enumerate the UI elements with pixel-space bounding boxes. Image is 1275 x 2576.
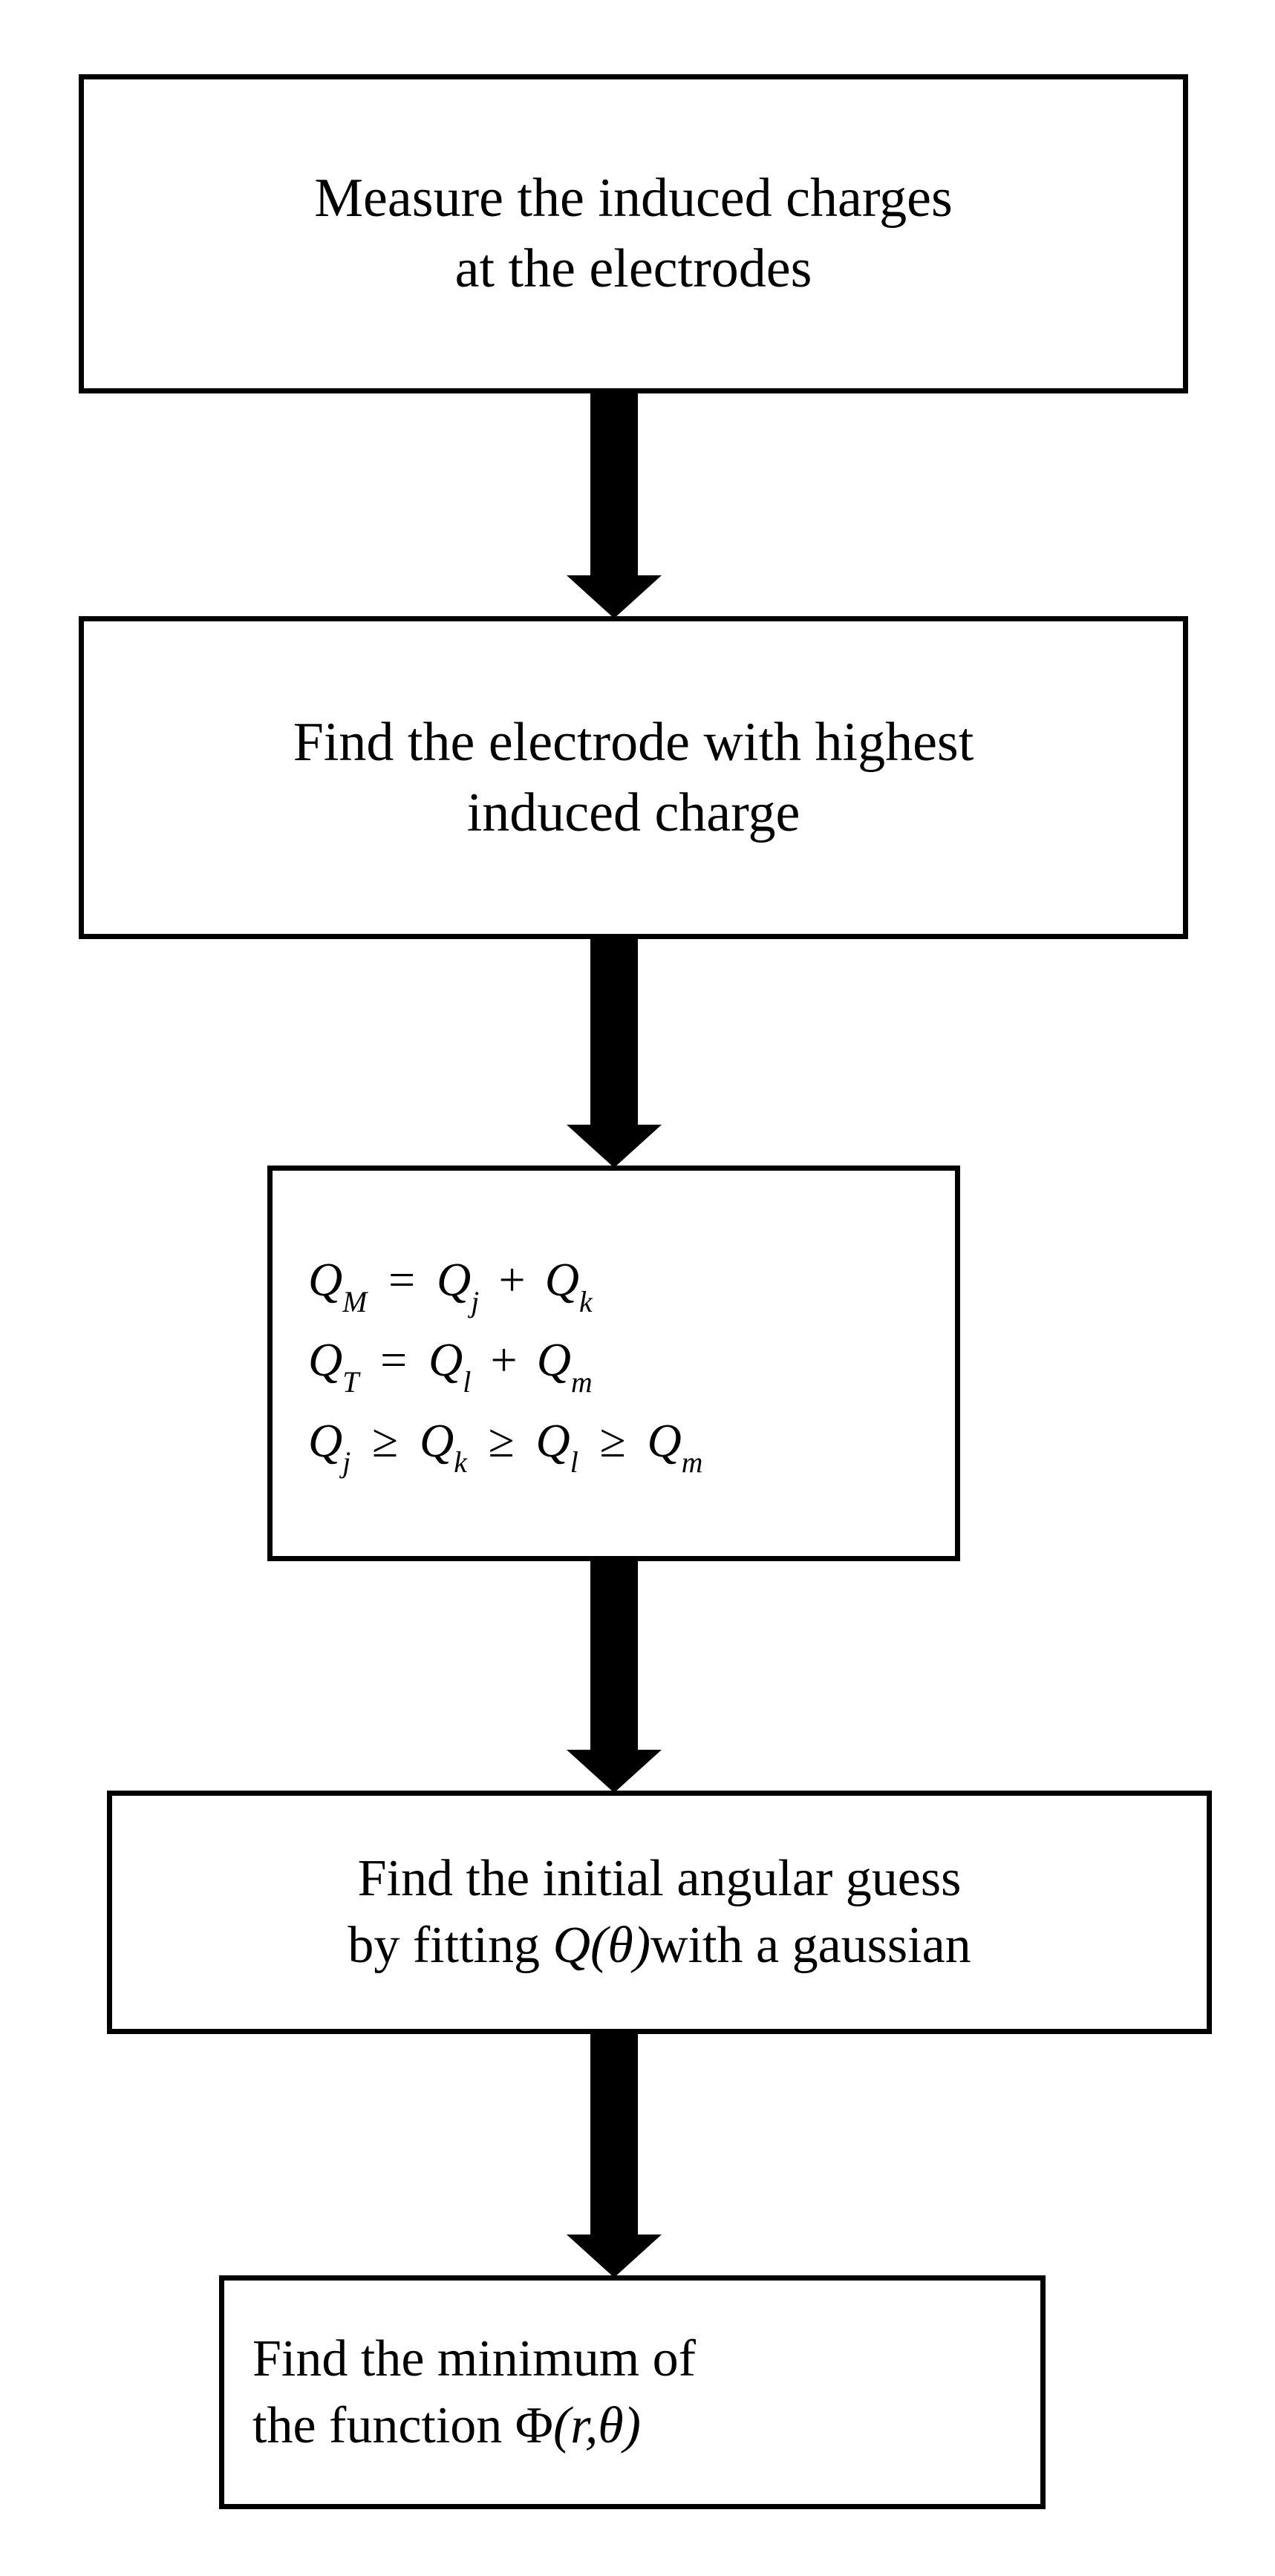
- measure-charges-box[interactable]: Measure the induced charges at the elect…: [79, 74, 1188, 393]
- measure-charges-line-1: Measure the induced charges: [314, 168, 953, 229]
- down-arrow-icon-2: [567, 938, 662, 1168]
- eq2-operator: +: [490, 1333, 518, 1387]
- find-minimum-paren-open: (: [552, 2396, 571, 2454]
- find-highest-line-2: induced charge: [466, 782, 800, 843]
- find-minimum-comma: ,: [584, 2396, 599, 2454]
- find-minimum-box[interactable]: Find the minimum of the function Φ(r,θ): [219, 2275, 1046, 2509]
- initial-guess-line-2: by fitting Q(θ)with a gaussian: [348, 1912, 971, 1979]
- eq2-term2-sub: m: [571, 1366, 593, 1399]
- find-minimum-r: r: [570, 2396, 585, 2454]
- eq3-term3-sub: l: [570, 1446, 578, 1480]
- eq1-operator: +: [498, 1253, 526, 1307]
- find-minimum-theta: θ: [598, 2396, 624, 2454]
- charge-equations-box[interactable]: QM = Qj + Qk QT = Ql + Qm Qj ≥ Qk ≥ Ql ≥…: [267, 1166, 960, 1561]
- initial-guess-paren-close: ): [633, 1917, 651, 1974]
- eq3-term4-sub: m: [681, 1446, 703, 1480]
- eq1-lhs-sub: M: [342, 1285, 368, 1318]
- initial-guess-prefix: by fitting: [348, 1917, 553, 1974]
- equation-row-1: QM = Qj + Qk: [308, 1253, 593, 1318]
- measure-charges-line-2: at the electrodes: [454, 238, 812, 299]
- eq3-relation-1: ≥: [372, 1413, 399, 1467]
- initial-guess-paren-open: (: [590, 1917, 608, 1974]
- find-highest-electrode-box[interactable]: Find the electrode with highest induced …: [79, 616, 1188, 939]
- find-minimum-line-2: the function Φ(r,θ): [252, 2393, 641, 2459]
- down-arrow-icon-1: [567, 392, 662, 618]
- eq2-lhs-sub: T: [342, 1366, 359, 1399]
- initial-guess-theta: θ: [607, 1917, 633, 1974]
- find-minimum-prefix: the function: [252, 2396, 515, 2454]
- find-minimum-line-1: Find the minimum of: [252, 2330, 696, 2387]
- eq1-term1-sub: j: [471, 1285, 480, 1318]
- initial-angular-guess-box[interactable]: Find the initial angular guess by fittin…: [107, 1791, 1212, 2034]
- equation-row-2: QT = Ql + Qm: [308, 1333, 593, 1399]
- initial-guess-suffix: with a gaussian: [650, 1917, 971, 1974]
- find-highest-line-1: Find the electrode with highest: [293, 711, 974, 773]
- down-arrow-icon-3: [567, 1559, 662, 1793]
- find-minimum-phi-symbol: Φ: [515, 2396, 553, 2454]
- initial-guess-line-1: Find the initial angular guess: [357, 1850, 962, 1908]
- initial-guess-q-symbol: Q: [552, 1917, 591, 1974]
- eq3-relation-3: ≥: [599, 1413, 626, 1467]
- eq3-term2-sub: k: [454, 1446, 467, 1480]
- eq1-term2-sub: k: [579, 1285, 593, 1318]
- eq2-term1-sub: l: [463, 1366, 472, 1399]
- find-minimum-paren-close: ): [623, 2396, 641, 2454]
- equation-row-3: Qj ≥ Qk ≥ Ql ≥ Qm: [308, 1413, 703, 1480]
- eq2-relation: =: [380, 1333, 408, 1387]
- eq1-relation: =: [388, 1253, 416, 1307]
- down-arrow-icon-4: [567, 2033, 662, 2278]
- eq3-term1-sub: j: [342, 1446, 351, 1480]
- eq3-relation-2: ≥: [488, 1413, 515, 1467]
